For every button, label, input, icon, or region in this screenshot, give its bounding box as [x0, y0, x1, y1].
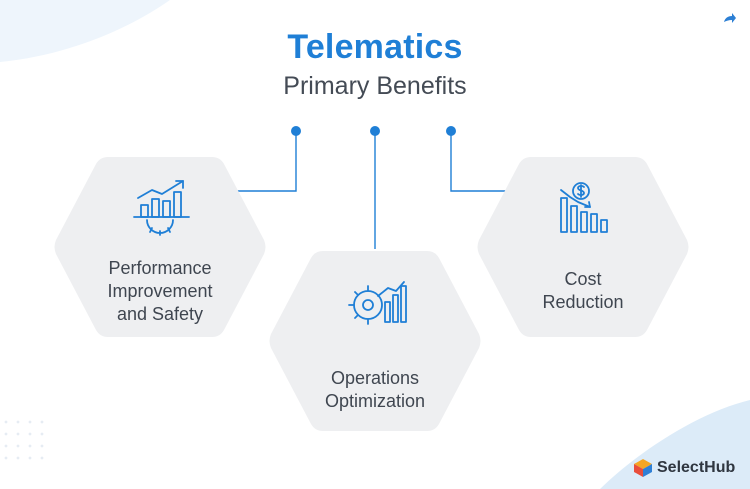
- selecthub-logo-icon: [634, 459, 652, 477]
- connector-dot-left: [291, 126, 301, 136]
- label-line: Performance: [108, 258, 212, 278]
- top-left-corner-wave: [0, 0, 170, 62]
- dot-grid-pattern: [4, 420, 44, 460]
- connector-lines: [237, 131, 508, 249]
- gear-bar-chart-icon: [348, 281, 407, 325]
- connector-right: [450, 131, 508, 192]
- benefit-label-operations: Operations Optimization: [300, 367, 450, 413]
- dollar-declining-chart-icon: [560, 182, 608, 233]
- hexagon-cost: [477, 157, 689, 337]
- growth-chart-gear-icon: [133, 180, 190, 236]
- hexagon-operations: [269, 251, 481, 431]
- label-line: and Safety: [116, 304, 204, 324]
- benefit-label-cost: Cost Reduction: [513, 268, 653, 314]
- label-line: Reduction: [542, 292, 624, 312]
- brand-logo: SelectHub: [634, 459, 735, 477]
- page-subtitle: Primary Benefits: [283, 72, 467, 100]
- connector-left: [237, 131, 297, 192]
- brand-name: SelectHub: [657, 459, 736, 476]
- connector-dot-right: [446, 126, 456, 136]
- label-line: Cost: [564, 269, 602, 289]
- page-title: Telematics: [287, 28, 463, 66]
- label-line: Operations: [330, 368, 420, 388]
- hexagon-performance: [54, 157, 266, 337]
- label-line: Optimization: [324, 391, 426, 411]
- benefit-label-performance: Performance Improvement and Safety: [90, 257, 230, 326]
- connector-dot-center: [370, 126, 380, 136]
- label-line: Improvement: [107, 281, 213, 301]
- share-icon[interactable]: [724, 13, 736, 23]
